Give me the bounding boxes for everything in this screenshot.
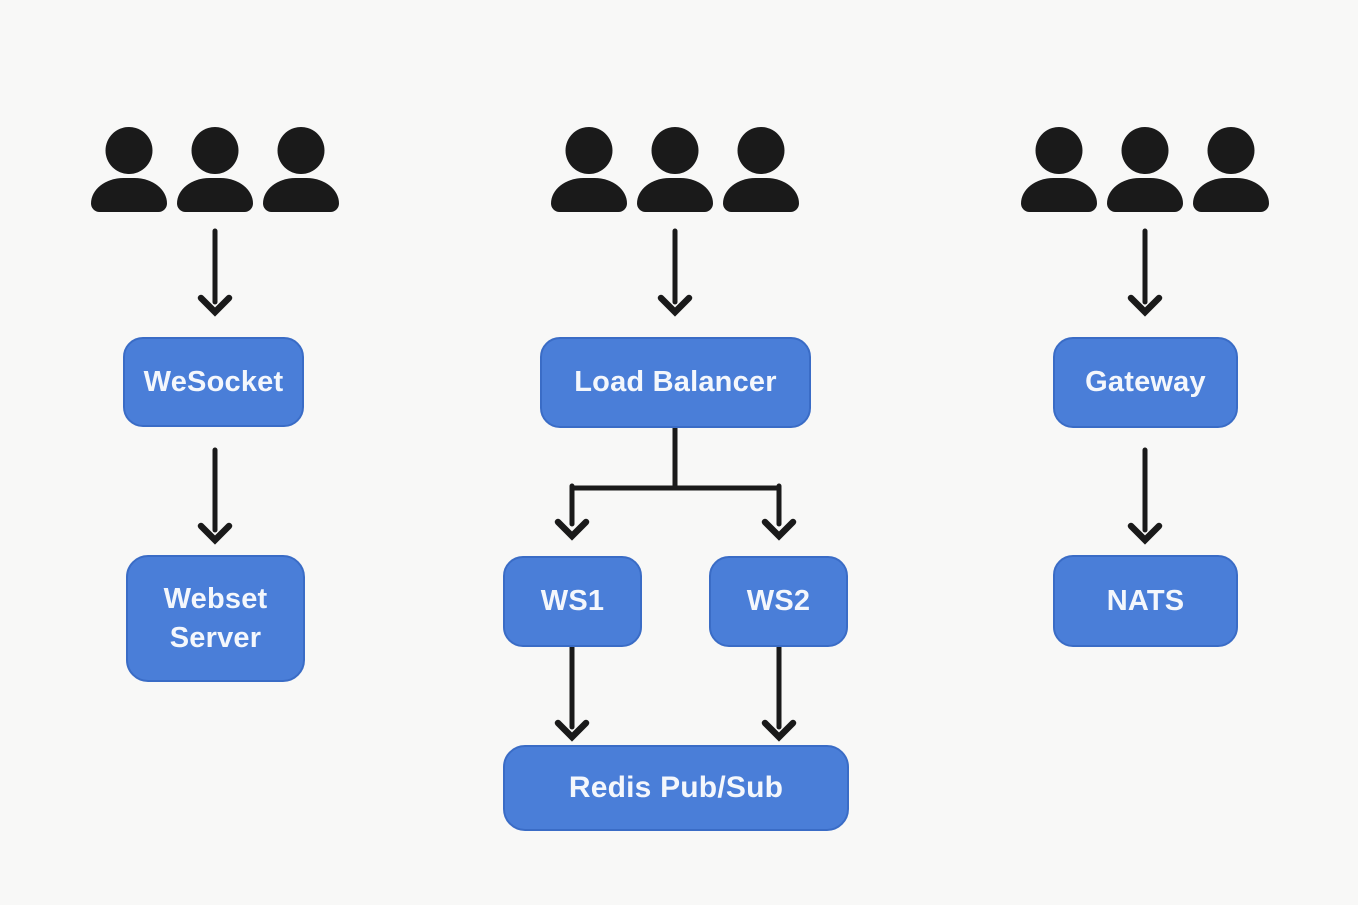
user-torso — [91, 178, 167, 212]
arrow-ws2-to-redis — [761, 644, 797, 742]
arrow-wesocket-to-webset-server — [197, 447, 233, 545]
user-torso — [177, 178, 253, 212]
node-nats-label: NATS — [1106, 584, 1185, 617]
arrow-users-to-gateway — [1127, 228, 1163, 317]
user-head — [1035, 127, 1083, 174]
user-icon — [1107, 127, 1183, 212]
user-icon — [723, 127, 799, 212]
node-ws1: WS1 — [503, 556, 642, 647]
node-gateway-label: Gateway — [1085, 366, 1206, 399]
user-torso — [1193, 178, 1269, 212]
user-head — [1207, 127, 1255, 174]
user-icon — [551, 127, 627, 212]
node-gateway: Gateway — [1053, 337, 1238, 428]
node-wesocket-label: WeSocket — [143, 365, 284, 398]
node-ws2: WS2 — [709, 556, 848, 647]
user-torso — [263, 178, 339, 212]
user-torso — [551, 178, 627, 212]
arrow-users-to-wesocket — [197, 228, 233, 317]
user-icon — [177, 127, 253, 212]
node-wesocket: WeSocket — [123, 337, 304, 427]
node-redis-pubsub: Redis Pub/Sub — [503, 745, 849, 831]
user-torso — [723, 178, 799, 212]
node-webset-server-label: Webset Server — [163, 582, 268, 654]
node-webset-server: Webset Server — [126, 555, 305, 682]
user-head — [651, 127, 699, 174]
users-group-middle — [551, 127, 799, 212]
user-icon — [1193, 127, 1269, 212]
user-head — [1121, 127, 1169, 174]
users-group-right — [1021, 127, 1269, 212]
user-torso — [1107, 178, 1183, 212]
user-icon — [637, 127, 713, 212]
node-redis-pubsub-label: Redis Pub/Sub — [568, 770, 784, 804]
user-head — [105, 127, 153, 174]
arrow-users-to-load-balancer — [657, 228, 693, 317]
user-head — [737, 127, 785, 174]
node-ws2-label: WS2 — [746, 585, 811, 618]
users-group-left — [91, 127, 339, 212]
user-icon — [91, 127, 167, 212]
user-torso — [637, 178, 713, 212]
arrow-gateway-to-nats — [1127, 447, 1163, 545]
node-load-balancer-label: Load Balancer — [574, 366, 777, 399]
user-torso — [1021, 178, 1097, 212]
arrow-ws1-to-redis — [554, 644, 590, 742]
node-ws1-label: WS1 — [540, 585, 605, 618]
user-head — [277, 127, 325, 174]
node-load-balancer: Load Balancer — [540, 337, 811, 428]
user-icon — [1021, 127, 1097, 212]
user-head — [191, 127, 239, 174]
user-head — [565, 127, 613, 174]
connector-load-balancer-split — [554, 425, 797, 541]
user-icon — [263, 127, 339, 212]
node-nats: NATS — [1053, 555, 1238, 647]
